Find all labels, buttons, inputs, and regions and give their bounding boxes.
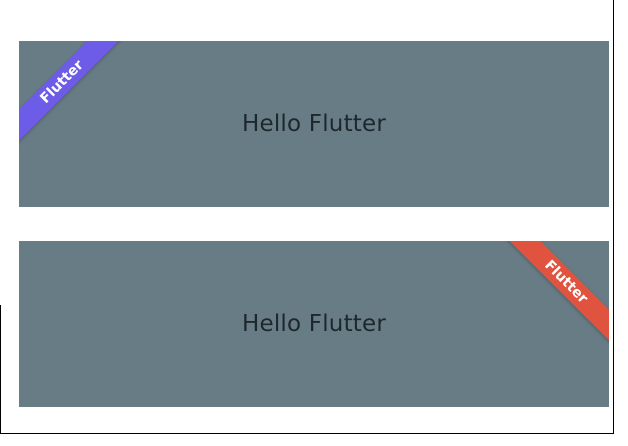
- card-text: Hello Flutter: [241, 311, 387, 337]
- ribbon-label: Flutter: [541, 257, 591, 307]
- banner-card-top-left: Flutter Hello Flutter: [19, 41, 609, 207]
- window-frame: [1, 0, 614, 434]
- banner-card-top-right: Flutter Hello Flutter: [19, 241, 609, 407]
- card-text: Hello Flutter: [241, 111, 387, 137]
- ribbon-label: Flutter: [37, 57, 87, 107]
- frame-edge-mark: [0, 305, 1, 434]
